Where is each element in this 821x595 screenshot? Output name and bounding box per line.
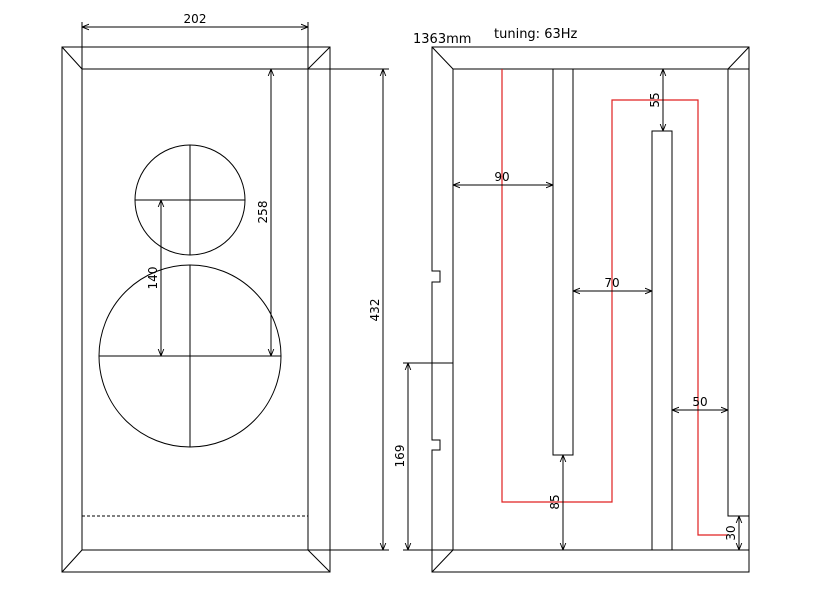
length-label: 1363mm bbox=[413, 32, 471, 47]
line-path bbox=[501, 69, 728, 536]
dim-width-label: 202 bbox=[184, 12, 207, 26]
dim-50-label: 50 bbox=[692, 395, 707, 409]
dim-driver-spacing-label: 140 bbox=[146, 267, 160, 290]
partition-1 bbox=[552, 68, 574, 456]
dim-85-label: 85 bbox=[548, 494, 562, 509]
partition-3 bbox=[727, 68, 750, 517]
dim-55-label: 55 bbox=[648, 92, 662, 107]
side-view: 1363mm tuning: 63Hz 90 70 55 50 85 bbox=[393, 27, 750, 573]
dim-total-height: 432 bbox=[308, 68, 389, 551]
front-corner-br bbox=[307, 549, 331, 573]
front-corner-bl bbox=[61, 549, 83, 573]
front-corner-tl bbox=[61, 46, 83, 70]
dim-height-label: 432 bbox=[368, 299, 382, 322]
dim-70-label: 70 bbox=[604, 276, 619, 290]
front-outer-frame bbox=[61, 46, 331, 573]
dim-30-label: 30 bbox=[724, 525, 738, 540]
partition-2 bbox=[651, 130, 673, 551]
dim-tweeter-height-label: 258 bbox=[256, 201, 270, 224]
side-corner-tl bbox=[431, 46, 454, 70]
front-view: 202 140 258 bbox=[61, 12, 331, 573]
front-inner-baffle bbox=[81, 68, 309, 551]
side-corner-bl bbox=[431, 549, 454, 573]
side-corner-tr bbox=[727, 46, 750, 70]
dim-169-label: 169 bbox=[393, 445, 407, 468]
front-corner-tr bbox=[307, 46, 331, 70]
side-outer-frame bbox=[431, 46, 750, 573]
dim-90-label: 90 bbox=[494, 170, 509, 184]
tuning-label: tuning: 63Hz bbox=[494, 27, 578, 42]
